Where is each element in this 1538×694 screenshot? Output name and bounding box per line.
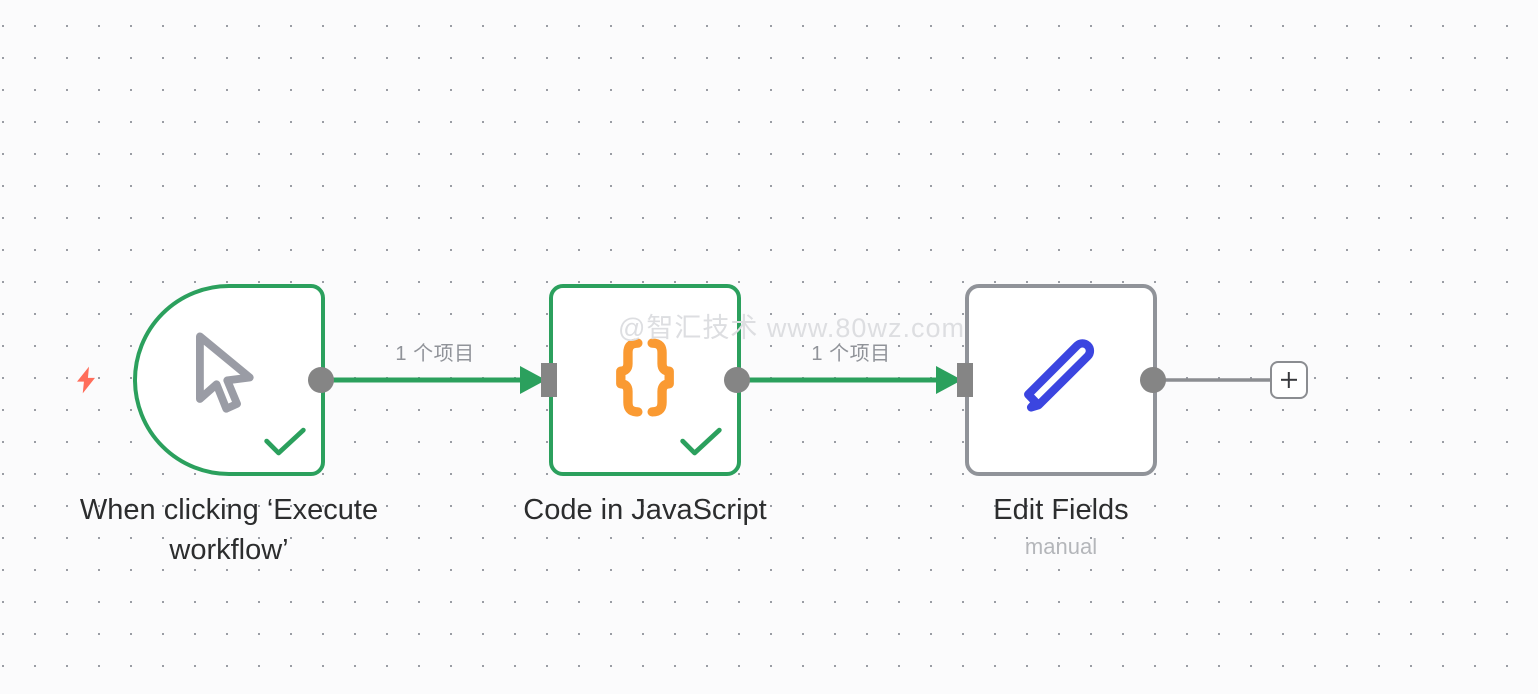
node-output-endpoint[interactable] <box>1140 367 1166 393</box>
connection-label-items-2: 1 个项目 <box>804 341 898 367</box>
node-success-check-icon <box>679 427 723 462</box>
node-edit-fields[interactable]: Edit Fields manual <box>957 284 1166 559</box>
node-output-endpoint[interactable] <box>724 367 750 393</box>
node-edit-fields-subtitle: manual <box>1024 534 1098 559</box>
node-manual-trigger-title: When clicking ‘Execute workflow’ <box>79 494 379 566</box>
curly-braces-icon <box>601 334 689 427</box>
add-node-button[interactable] <box>1270 361 1308 399</box>
node-input-endpoint[interactable] <box>957 363 973 397</box>
node-code-in-javascript-box[interactable] <box>540 275 750 485</box>
cursor-pointer-icon <box>184 329 270 428</box>
node-code-in-javascript[interactable]: Code in JavaScript <box>523 275 767 526</box>
node-code-in-javascript-title: Code in JavaScript <box>523 494 767 526</box>
trigger-bolt-icon <box>71 362 103 403</box>
connection-trigger-to-code[interactable] <box>325 366 546 394</box>
node-manual-trigger[interactable]: When clicking ‘Execute workflow’ <box>80 284 378 566</box>
connection-label-items-1: 1 个项目 <box>388 341 482 367</box>
node-success-check-icon <box>263 427 307 462</box>
pencil-icon <box>1015 332 1107 429</box>
connection-code-to-edit[interactable] <box>741 366 962 394</box>
node-edit-fields-box[interactable] <box>957 284 1166 476</box>
node-output-endpoint[interactable] <box>308 367 334 393</box>
node-manual-trigger-box[interactable] <box>133 284 334 476</box>
node-edit-fields-title: Edit Fields <box>993 494 1129 526</box>
node-input-endpoint[interactable] <box>541 363 557 397</box>
